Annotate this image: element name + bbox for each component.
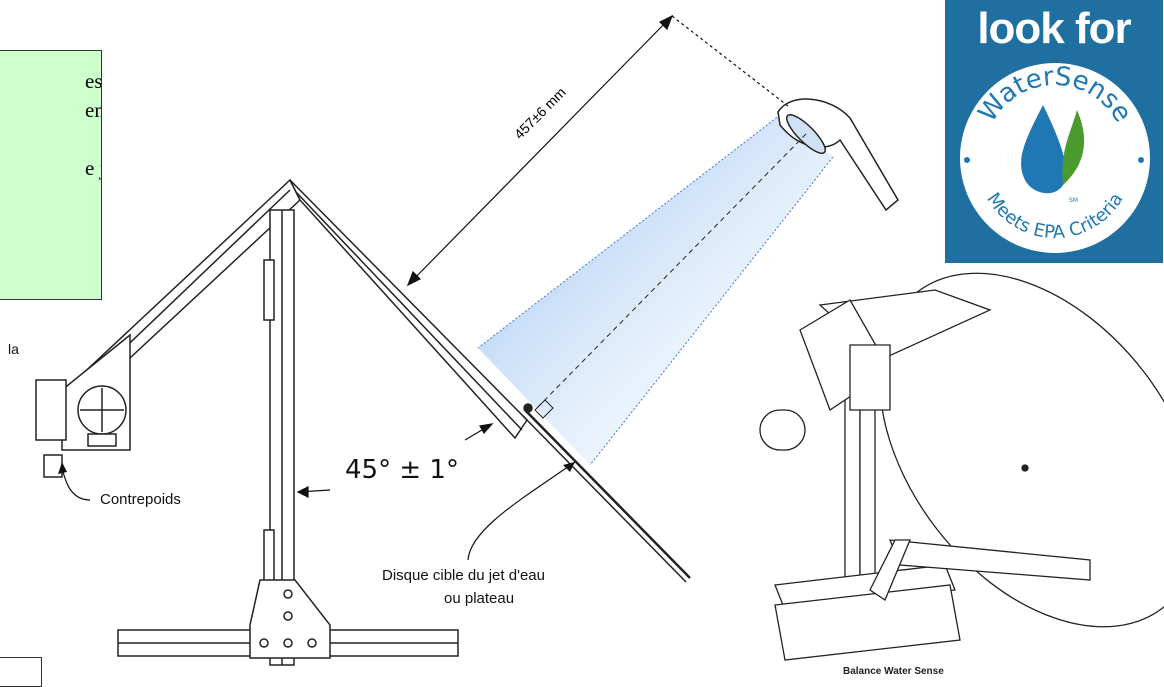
leaf-icon	[1062, 110, 1085, 185]
watersense-logo: look for WaterSense Meets EPA Criteria S…	[945, 0, 1163, 263]
note-line-1: est un	[85, 69, 102, 93]
balance-perspective	[759, 272, 1164, 661]
counterweight-label: Contrepoids	[100, 491, 181, 508]
watersense-seal: WaterSense Meets EPA Criteria SM	[960, 62, 1150, 253]
balance-caption: Balance Water Sense	[843, 666, 944, 677]
angle-label: 45° ± 1°	[345, 455, 459, 485]
distance-dimension	[406, 14, 789, 287]
target-label-line2: ou plateau	[444, 590, 515, 607]
logo-title: look for	[977, 4, 1131, 53]
distance-label: 457±6 mm	[511, 84, 569, 142]
target-label-line1: Disque cible du jet d'eau	[382, 567, 545, 584]
note-line-2: ent	[85, 98, 101, 122]
water-drop-icon	[1021, 105, 1066, 194]
note-line-4: e jet)	[85, 156, 101, 180]
cut-fragment-text: la	[8, 341, 19, 357]
balance-frame-side	[35, 178, 691, 666]
note-box: est un ent e jet)	[0, 50, 102, 300]
cut-box	[0, 657, 42, 687]
angle-arrow	[296, 423, 494, 498]
water-spray-cone	[478, 115, 833, 465]
logo-sm-mark: SM	[1069, 197, 1078, 204]
